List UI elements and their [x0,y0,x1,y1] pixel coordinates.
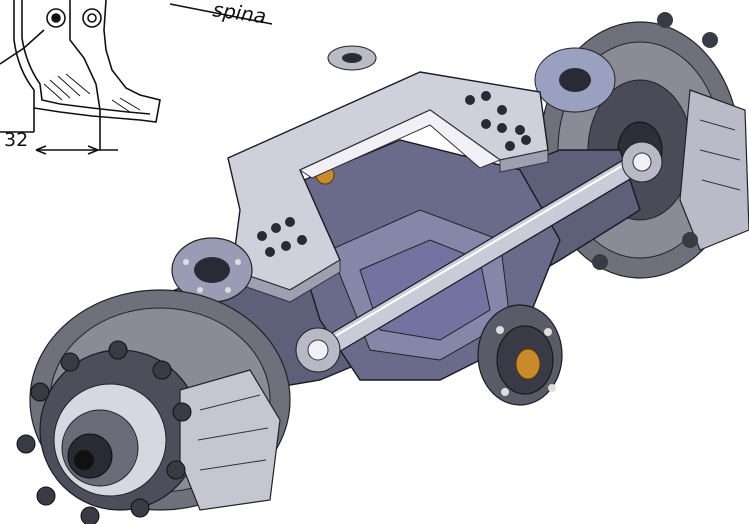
mounting-bracket [227,45,549,303]
axle-assembly [16,12,749,524]
callout-label: spina [211,0,267,28]
dimension-label: 32 [4,129,28,151]
pinion-flange [477,304,563,406]
left-wheel-hub [16,289,291,524]
detail-drawing [0,0,273,155]
tie-rod [295,141,663,373]
